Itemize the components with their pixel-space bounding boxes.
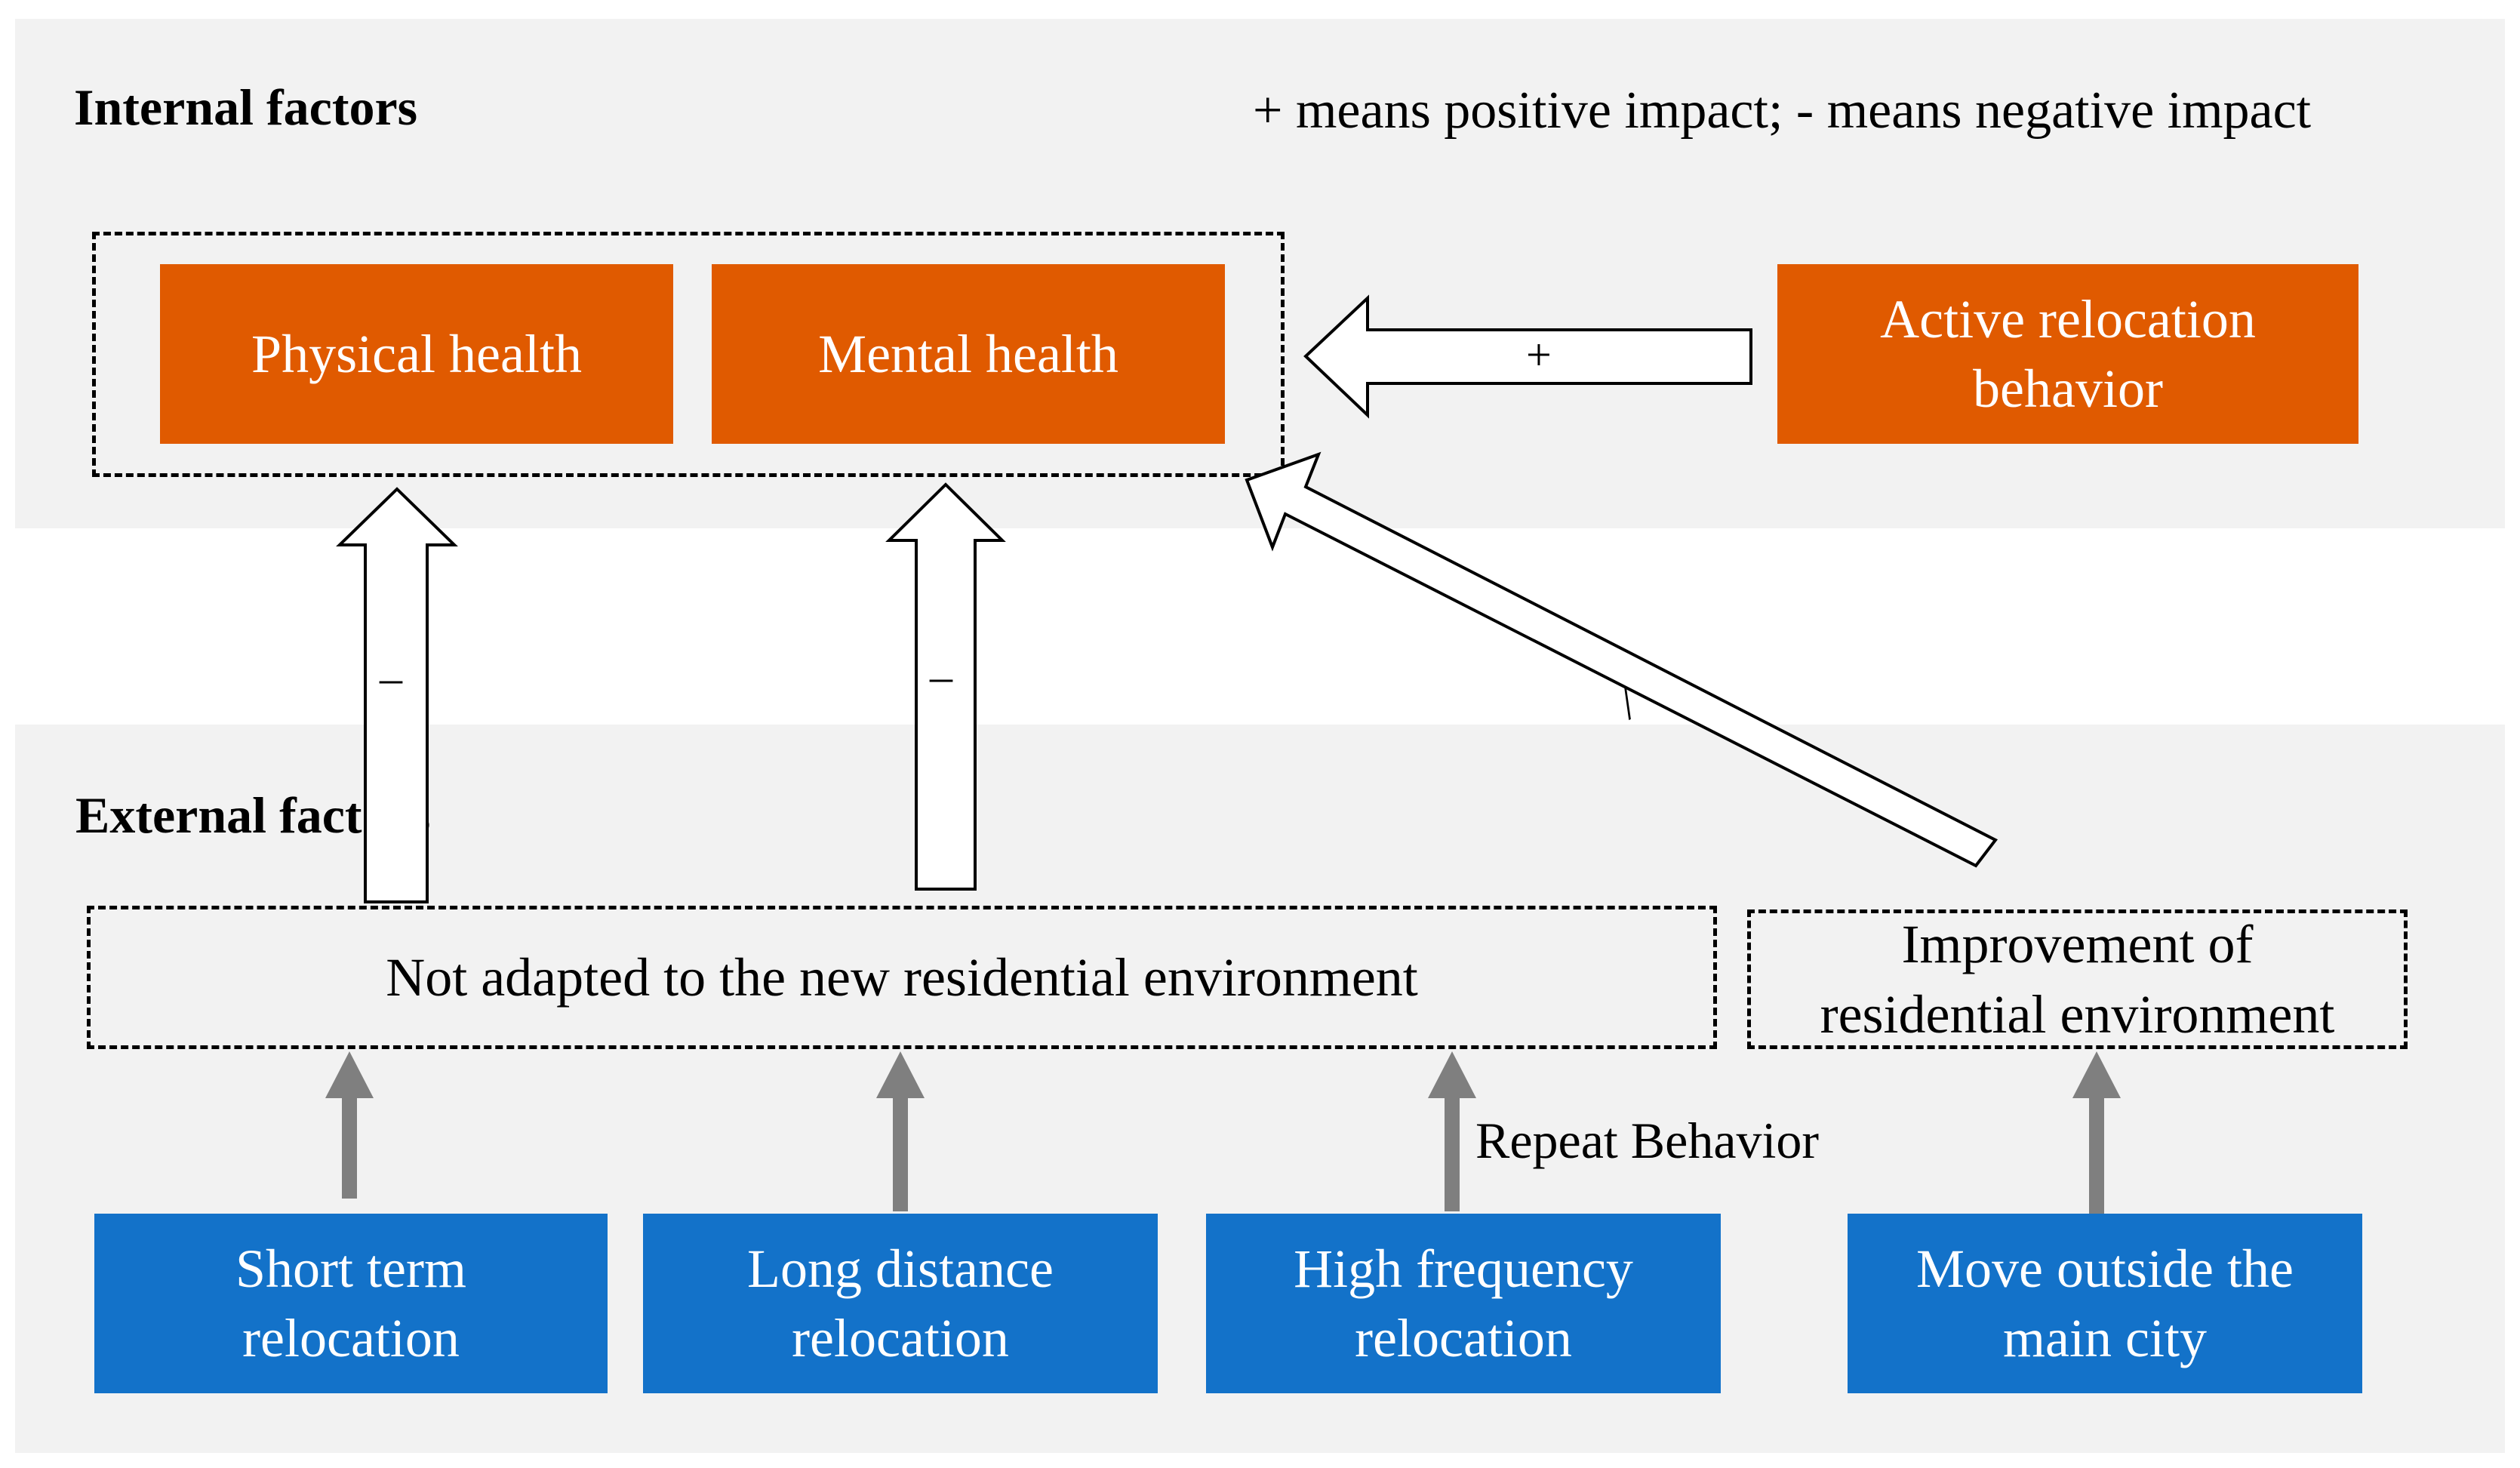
long-distance-up-arrow (876, 1051, 925, 1211)
high-frequency-relocation-box: High frequency relocation (1206, 1214, 1721, 1393)
repeat-behavior-label: Repeat Behavior (1475, 1112, 1820, 1169)
internal-factors-title: Internal factors (74, 78, 418, 136)
improvement-box: Improvement of residential environment (1747, 909, 2408, 1049)
not-adapted-to-mental-arrow (885, 482, 1006, 891)
not-adapted-to-physical-arrow (336, 487, 458, 903)
short-term-relocation-box: Short term relocation (94, 1214, 608, 1393)
short-term-up-arrow (325, 1051, 374, 1199)
physical-health-box: Physical health (160, 264, 673, 444)
health-group (92, 232, 1285, 477)
active-relocation-box: Active relocation behavior (1777, 264, 2358, 444)
active-to-health-arrow (1303, 294, 1752, 419)
high-frequency-up-arrow (1428, 1051, 1476, 1211)
improvement-to-health-arrow (1245, 451, 1998, 868)
negative-impact-label-physical: – (380, 653, 402, 703)
not-adapted-box: Not adapted to the new residential envir… (87, 906, 1717, 1049)
move-outside-up-arrow (2072, 1051, 2121, 1215)
move-outside-city-box: Move outside the main city (1848, 1214, 2362, 1393)
legend-note: + means positive impact; - means negativ… (1253, 82, 2312, 140)
mental-health-box: Mental health (712, 264, 1225, 444)
positive-impact-label: + (1526, 330, 1552, 380)
negative-impact-label-mental: – (930, 651, 952, 701)
long-distance-relocation-box: Long distance relocation (643, 1214, 1158, 1393)
